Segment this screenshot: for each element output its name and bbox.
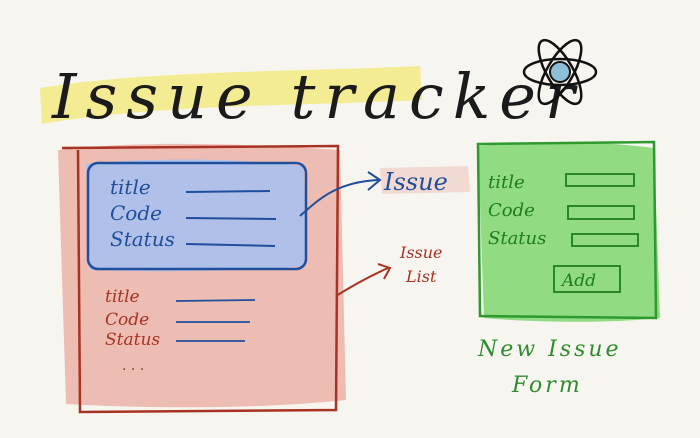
other-issue-status-label: Status [105, 330, 160, 350]
new-issue-form-border [476, 140, 658, 320]
add-button-label: Add [560, 271, 596, 291]
title-highlight [40, 66, 422, 124]
form-code-label: Code [488, 200, 535, 221]
issue-list-arrowhead [377, 263, 392, 280]
form-caption-line2: Form [511, 373, 583, 398]
issue-list-arrow [335, 267, 389, 297]
selected-issue-status-label: Status [110, 227, 175, 251]
selected-issue-lines [185, 190, 277, 247]
more-issues-ellipsis: . . . [122, 358, 144, 374]
react-atom-icon [522, 38, 598, 106]
form-title-label: title [488, 172, 525, 193]
new-issue-form-fields: title Code Status [488, 172, 546, 249]
other-issue-code-label: Code [105, 310, 149, 330]
selected-issue-title-label: title [110, 175, 151, 199]
other-issue-fields: title Code Status [105, 287, 160, 350]
other-issue-title-label: title [105, 287, 140, 307]
issue-label: Issue [383, 168, 448, 196]
status-input[interactable] [571, 233, 639, 247]
selected-issue-wash [86, 159, 306, 272]
code-input[interactable] [567, 205, 635, 220]
add-button[interactable]: Add [553, 265, 621, 293]
title-input[interactable] [565, 173, 635, 187]
issue-list-border [61, 144, 340, 414]
issue-list-label-line1: Issue [399, 243, 443, 262]
new-issue-form-wash [478, 142, 660, 322]
issue-label-wash [380, 166, 470, 194]
form-caption-line1: New Issue [477, 337, 622, 362]
page-title: Issue tracker [51, 60, 584, 133]
other-issue-lines [175, 299, 256, 342]
issue-arrow [299, 179, 379, 217]
issue-list-label-line2: List [405, 267, 437, 286]
selected-issue-code-label: Code [110, 201, 162, 225]
issue-arrowhead [367, 171, 382, 191]
selected-issue-box [86, 161, 308, 271]
form-inputs [565, 173, 639, 247]
form-status-label: Status [488, 228, 546, 249]
selected-issue-fields: title Code Status [110, 175, 175, 251]
